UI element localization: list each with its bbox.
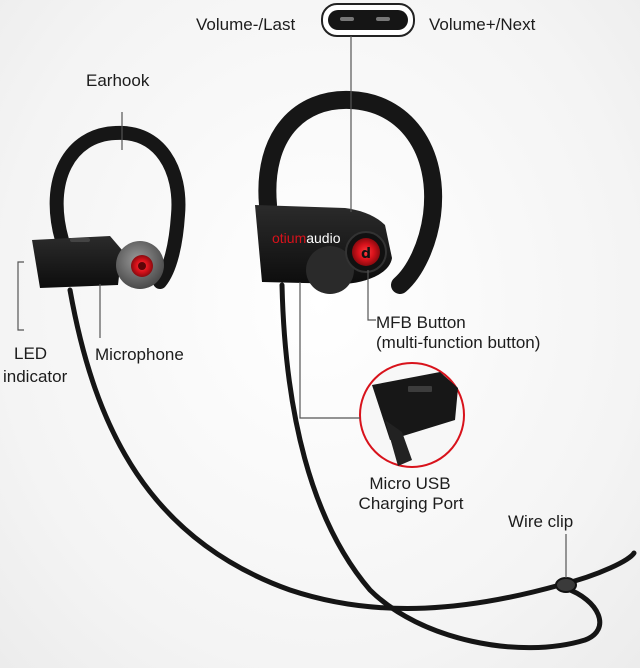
microphone-label: Microphone xyxy=(95,345,184,364)
left-earhook xyxy=(49,125,186,289)
volume-up-label: Volume+/Next xyxy=(429,15,536,34)
led-label-line1: LED xyxy=(14,344,48,363)
svg-text:d: d xyxy=(361,246,371,262)
right-earphone-body: d xyxy=(255,205,392,294)
wire-clip-label: Wire clip xyxy=(508,512,574,531)
usb-label-line2: Charging Port xyxy=(358,494,464,513)
cable-right xyxy=(279,282,603,651)
brand-suffix: audio xyxy=(306,230,340,246)
volume-control-callout xyxy=(321,3,415,37)
usb-label-line1: Micro USB xyxy=(369,474,451,493)
left-earphone-body xyxy=(32,236,164,289)
micro-usb-callout xyxy=(359,362,465,468)
cable xyxy=(67,287,637,611)
earhook-label: Earhook xyxy=(86,71,150,90)
mfb-label-line1: MFB Button xyxy=(376,313,466,332)
brand-logo: otiumaudio xyxy=(272,230,341,246)
leader-lines xyxy=(17,36,567,578)
wire-clip-shape xyxy=(555,577,577,593)
right-earhook xyxy=(258,90,443,294)
volume-down-label: Volume-/Last xyxy=(196,15,296,34)
mfb-label-line2: (multi-function button) xyxy=(376,333,541,352)
led-label-line2: indicator xyxy=(3,367,68,386)
brand-prefix: otium xyxy=(272,230,306,246)
